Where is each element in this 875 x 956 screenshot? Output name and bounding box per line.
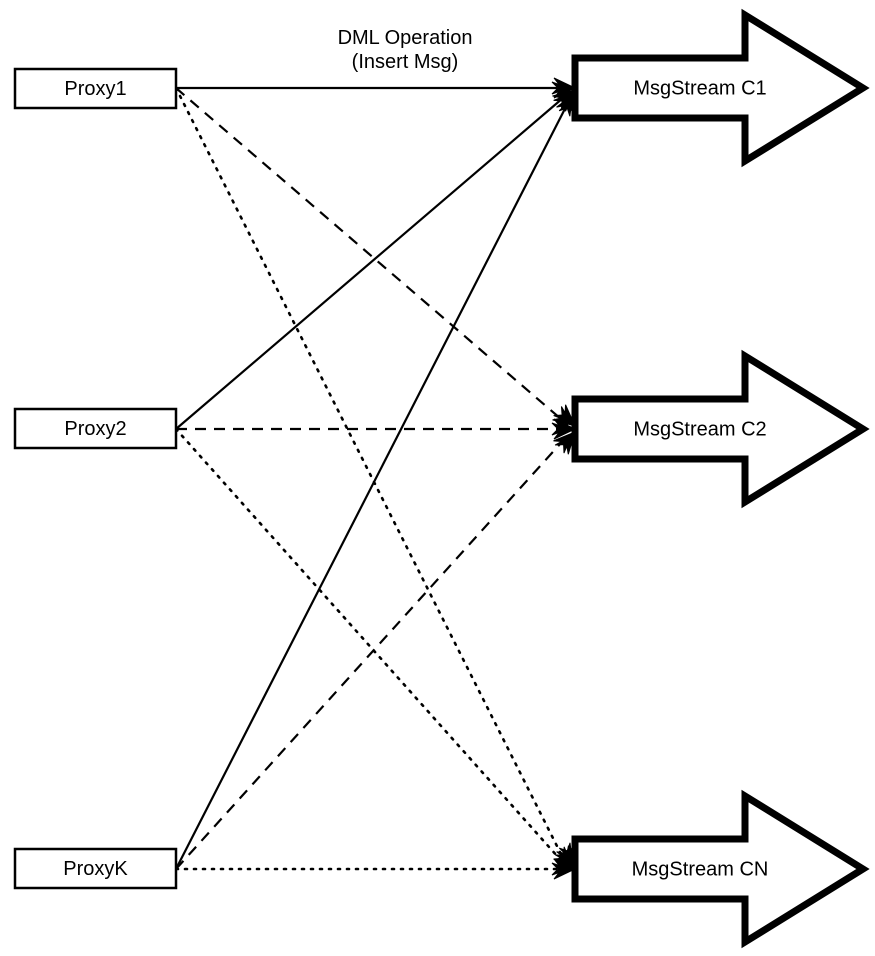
edge-proxy2-to-stream_cn[interactable] — [174, 427, 568, 868]
edge-line-dashed[interactable] — [175, 432, 571, 870]
arrowheads-layer — [551, 77, 577, 880]
edge-line-dotted[interactable] — [174, 427, 568, 868]
proxy-label-proxy1: Proxy1 — [64, 78, 126, 100]
edge-label-line1: DML Operation — [338, 27, 473, 49]
msgstream-arrow-shape-stream_cn[interactable] — [571, 789, 870, 949]
proxy-node-proxy2[interactable]: Proxy2 — [13, 407, 178, 450]
edge-line-dashed[interactable] — [175, 87, 569, 426]
edge-proxy1-to-stream_c2[interactable] — [175, 87, 569, 426]
proxy-box-proxy2[interactable] — [13, 407, 178, 450]
msgstream-label-stream_c2: MsgStream C2 — [633, 418, 766, 440]
proxy-label-proxy2: Proxy2 — [64, 418, 126, 440]
edge-proxyk-to-stream_c1[interactable] — [175, 94, 573, 870]
edge-proxy1-to-stream_cn[interactable] — [174, 86, 568, 866]
arrowhead-head-proxy2-c2 — [551, 418, 577, 440]
edge-line-dotted[interactable] — [174, 86, 568, 866]
arrowhead-head-proxy2-cn — [553, 845, 576, 869]
edge-proxy2-to-stream_c1[interactable] — [175, 91, 571, 430]
msgstream-label-stream_c1: MsgStream C1 — [633, 77, 766, 99]
edge-line-solid[interactable] — [175, 91, 571, 430]
msgstream-node-stream_c1[interactable]: MsgStream C1 — [571, 8, 870, 168]
edges-layer — [174, 86, 573, 871]
edge-label-line2: (Insert Msg) — [352, 51, 459, 73]
edge-label-dml-operation: DML Operation (Insert Msg) — [338, 27, 473, 73]
msgstream-arrow-shape-stream_c2[interactable] — [571, 349, 870, 509]
proxy-box-proxy1[interactable] — [13, 67, 178, 110]
proxy-node-proxyk[interactable]: ProxyK — [13, 847, 178, 890]
msgstream-label-stream_cn: MsgStream CN — [632, 858, 769, 880]
msgstream-node-stream_c2[interactable]: MsgStream C2 — [571, 349, 870, 509]
proxy-node-proxy1[interactable]: Proxy1 — [13, 67, 178, 110]
arrowhead-head-proxyk-cn — [551, 858, 577, 880]
edge-proxyk-to-stream_c2[interactable] — [175, 432, 571, 870]
edge-line-solid[interactable] — [175, 94, 573, 870]
proxy-label-proxyk: ProxyK — [63, 858, 128, 880]
proxy-box-proxyk[interactable] — [13, 847, 178, 890]
msgstream-arrow-shape-stream_c1[interactable] — [571, 8, 870, 168]
msgstream-nodes-layer: MsgStream C1 MsgStream C2 MsgStream CN — [571, 8, 870, 949]
arrowhead-head-proxyk-c2 — [553, 431, 576, 455]
msgstream-node-stream_cn[interactable]: MsgStream CN — [571, 789, 870, 949]
